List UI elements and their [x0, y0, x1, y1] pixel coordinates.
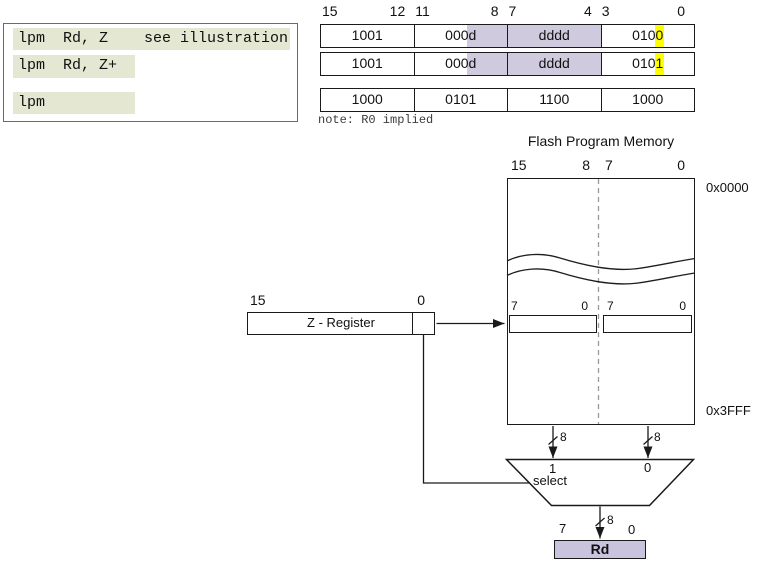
z-register-bit-labels: 15 0 — [247, 292, 435, 308]
highlighted-bit: 0 — [655, 27, 664, 43]
encoding-bit-header: 15 12 11 8 7 4 3 0 — [320, 4, 695, 19]
flash-memory-box — [507, 178, 695, 425]
opcode-row-lpm-rd-zplus: 1001 000d dddd 0101 — [320, 52, 695, 76]
bit-header-11-8: 11 8 — [413, 4, 506, 19]
select-wire — [422, 335, 529, 484]
bit-label: 15 — [511, 157, 527, 173]
z-register-box: Z - Register — [247, 312, 435, 335]
bit-header-15-12: 15 12 — [320, 4, 413, 19]
bit-label: 0 — [581, 299, 588, 313]
bit-header-7-4: 7 4 — [507, 4, 600, 19]
rd-register-box: Rd — [554, 540, 646, 559]
bit-label: 11 — [415, 3, 430, 19]
operand-field-band — [467, 53, 507, 75]
opcode-nibble-4: 0100 — [600, 25, 695, 47]
flash-bit-header-high: 15 8 — [507, 157, 598, 173]
opcode-nibble-2: 000d — [413, 25, 507, 47]
bit-label: 15 — [250, 292, 266, 308]
high-byte-bit-labels: 7 0 — [509, 299, 597, 313]
bit-label: 12 — [389, 3, 406, 19]
opcode-row-lpm-rd-z: 1001 000d dddd 0100 — [320, 24, 695, 48]
opcode-nibble-1: 1000 — [351, 91, 383, 107]
low-byte-latch — [603, 315, 692, 333]
bus-width-slash-out — [595, 517, 605, 527]
bus-width-slash-right — [643, 436, 653, 445]
z-register-label: Z - Register — [307, 315, 375, 330]
bit-label: 0 — [677, 3, 685, 19]
mux-input1-label: 1 — [549, 461, 557, 476]
rd-bit0-label: 0 — [628, 522, 636, 537]
bit-label: 0 — [679, 299, 686, 313]
opcode-nibble-3: dddd — [507, 53, 601, 75]
bit-label: 7 — [511, 299, 518, 313]
low-byte-bit-labels: 7 0 — [603, 299, 692, 313]
address-start-label: 0x0000 — [706, 180, 749, 195]
bit-label: 8 — [490, 3, 499, 19]
opcode-row-lpm-implied: 1000 0101 1100 1000 — [320, 88, 695, 112]
bit-label: 4 — [583, 3, 592, 19]
opcode-nibble-2: 000d — [413, 53, 507, 75]
rd-bit7-label: 7 — [559, 521, 567, 536]
bit-label: 8 — [582, 157, 590, 173]
address-end-label: 0x3FFF — [706, 403, 751, 418]
rd-register-label: Rd — [590, 541, 610, 557]
memory-break-wave-top — [506, 253, 696, 271]
yellow-bit-band — [654, 25, 664, 47]
mux-select-label: select — [533, 473, 567, 488]
bit-label: 15 — [322, 3, 338, 19]
flash-bit-header-low: 7 0 — [598, 157, 695, 173]
instruction-list-panel: lpm Rd, Z see illustration lpm Rd, Z+ lp… — [3, 23, 298, 122]
bit-label: 0 — [417, 292, 425, 308]
bit-label: 3 — [601, 3, 610, 19]
mux-input0-label: 0 — [644, 460, 652, 475]
bus-width-label-left: 8 — [560, 430, 567, 444]
bus-width-slash-left — [548, 436, 558, 445]
yellow-bit-band — [654, 53, 664, 75]
bit-label: 7 — [605, 157, 613, 173]
memory-break-wave-bottom — [506, 268, 696, 285]
instruction-lpm-rd-z: lpm Rd, Z see illustration — [13, 28, 290, 50]
opcode-nibble-3: dddd — [507, 25, 601, 47]
opcode-nibble-4: 1000 — [600, 89, 695, 111]
mux-shape — [504, 458, 696, 507]
opcode-nibble-4: 0101 — [600, 53, 695, 75]
encoding-note: note: R0 implied — [318, 113, 434, 127]
bit-label: 0 — [677, 157, 685, 173]
opcode-nibble-1: 1001 — [351, 27, 383, 43]
high-byte-latch — [509, 315, 597, 333]
opcode-nibble-2: 0101 — [413, 89, 508, 111]
instruction-lpm-rd-zplus: lpm Rd, Z+ — [13, 55, 135, 78]
opcode-nibble-3: 1100 — [507, 89, 601, 111]
bus-width-label-right: 8 — [654, 430, 661, 444]
z-bit0-divider — [412, 313, 413, 334]
opcode-nibble-1: 1001 — [351, 55, 383, 71]
highlighted-bit: 1 — [655, 55, 664, 71]
bit-label: 7 — [508, 3, 517, 19]
bit-label: 7 — [607, 299, 614, 313]
instruction-lpm-implied: lpm — [13, 92, 135, 114]
operand-field-band — [467, 25, 507, 47]
flash-memory-title: Flash Program Memory — [527, 133, 675, 149]
bus-width-label-out: 8 — [607, 513, 614, 527]
bit-header-3-0: 3 0 — [600, 4, 695, 19]
